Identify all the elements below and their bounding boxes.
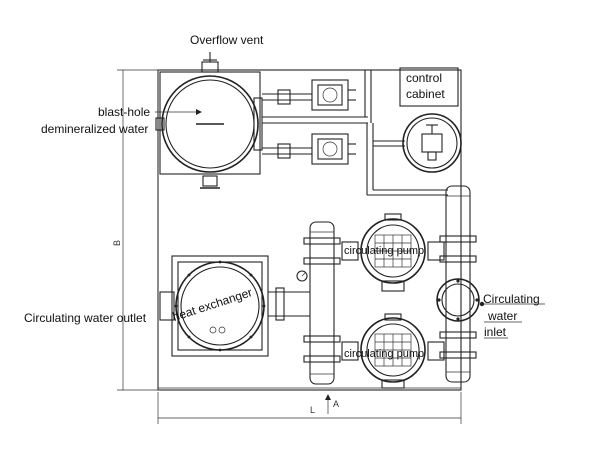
circulating-water-inlet-label-3: inlet [484,325,507,339]
circulating-pump-upper-label: circulating pump [344,245,424,257]
circulating-water-inlet-label-1: Circulating [483,292,540,306]
circulating-pump-lower [341,313,445,389]
right-header-column [439,185,477,383]
left-header-column [296,221,341,385]
control-valve [402,113,462,173]
tank-pipework [262,70,448,196]
dim-a-label: A [333,399,339,409]
heat-exchanger [159,255,310,357]
circulating-pump-lower-label: circulating pump [344,348,424,360]
overflow-vent-label: Overflow vent [190,33,264,47]
control-cabinet-label-2: cabinet [406,87,445,101]
blast-hole-label: blast-hole [98,105,150,119]
dim-b-label: B [112,240,122,246]
filter-lower [311,133,356,165]
leader-lines [155,109,545,305]
control-cabinet-label-1: control [406,71,442,85]
circulating-pump-upper [341,213,445,292]
demineralized-water-label: demineralized water [41,122,148,136]
dim-l-label: L [310,405,315,415]
control-cabinet-box [399,67,459,107]
dimension-lines [117,69,462,424]
circulating-water-outlet-label: Circulating water outlet [24,311,147,325]
base-frame [157,69,462,391]
inlet-flange [436,278,485,322]
circulating-water-inlet-label-2: water [487,309,517,323]
demineralized-water-tank [155,52,263,189]
heat-exchanger-label: heat exchanger [171,285,254,324]
filter-upper [311,79,356,111]
